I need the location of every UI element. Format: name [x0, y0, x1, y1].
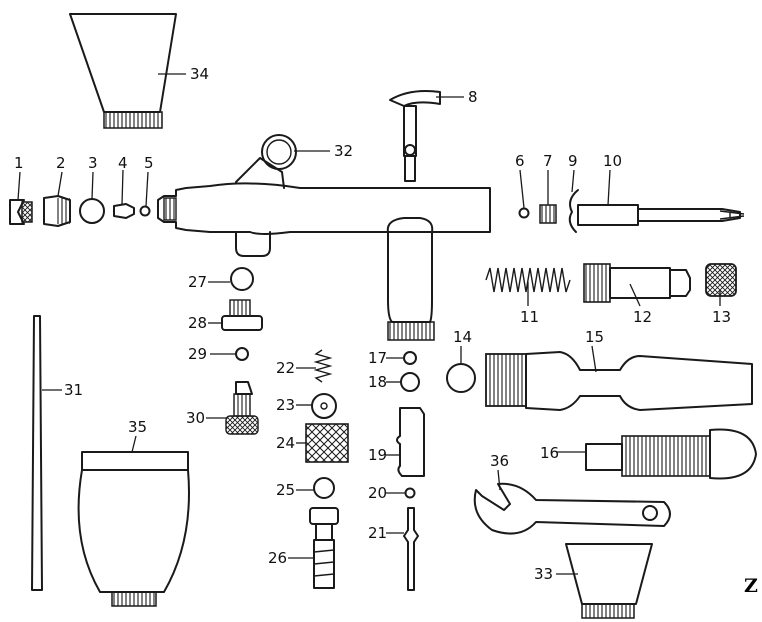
- spring-11: [485, 267, 571, 293]
- washer-27: [230, 267, 254, 291]
- label-30: 30: [186, 409, 205, 427]
- fitting-28: [221, 299, 263, 331]
- label-8: 8: [468, 88, 478, 106]
- label-12: 12: [633, 308, 652, 326]
- label-32: 32: [334, 142, 353, 160]
- spring-guide: [583, 263, 691, 303]
- label-10: 10: [603, 152, 622, 170]
- spring-22: [313, 349, 333, 383]
- label-15: 15: [585, 328, 604, 346]
- label-4: 4: [118, 154, 128, 172]
- label-29: 29: [188, 345, 207, 363]
- label-36: 36: [490, 452, 509, 470]
- valve-body-19: [396, 407, 425, 477]
- label-1: 1: [14, 154, 24, 172]
- paint-cup-medium: [77, 451, 190, 607]
- air-valve-stem: [386, 217, 435, 341]
- paint-cup-large: [69, 13, 177, 129]
- trigger-lever: [389, 90, 441, 182]
- label-5: 5: [144, 154, 154, 172]
- nut-7: [539, 204, 557, 224]
- label-16: 16: [540, 444, 559, 462]
- label-14: 14: [453, 328, 472, 346]
- ring-14: [446, 363, 476, 393]
- label-17: 17: [368, 349, 387, 367]
- washer-20: [404, 487, 416, 499]
- filter-24: [305, 423, 349, 463]
- label-34: 34: [190, 65, 209, 83]
- label-22: 22: [276, 359, 295, 377]
- label-23: 23: [276, 396, 295, 414]
- wrench: [473, 482, 671, 535]
- paint-cup-small: [565, 543, 653, 619]
- leader-lines: [17, 73, 721, 575]
- label-35: 35: [128, 418, 147, 436]
- label-28: 28: [188, 314, 207, 332]
- label-2: 2: [56, 154, 66, 172]
- seal-ring-3: [79, 198, 105, 224]
- spring-clip-9: [568, 189, 579, 233]
- corner-letter: Z: [744, 575, 758, 597]
- part-numbers: 1 2 3 4 5 6 7 8 9 10 11 12 13 14 15 16 1…: [14, 65, 758, 597]
- ring-part: [261, 134, 297, 170]
- label-25: 25: [276, 481, 295, 499]
- valve-pin-21: [403, 507, 419, 591]
- label-31: 31: [64, 381, 83, 399]
- nozzle-cap: [9, 199, 33, 225]
- washer-17: [403, 351, 417, 365]
- washer-18: [400, 372, 420, 392]
- label-21: 21: [368, 524, 387, 542]
- hose-fitting-26: [309, 507, 339, 589]
- nozzle-tip: [113, 203, 135, 219]
- label-9: 9: [568, 152, 578, 170]
- needle-chucking-guide: [577, 204, 745, 226]
- airbrush-body: [157, 157, 491, 257]
- label-33: 33: [534, 565, 553, 583]
- label-27: 27: [188, 273, 207, 291]
- washer-5: [139, 205, 151, 217]
- valve-guide-23: [311, 393, 337, 419]
- label-20: 20: [368, 484, 387, 502]
- valve-30: [225, 381, 259, 435]
- label-6: 6: [515, 152, 525, 170]
- nozzle-body: [43, 195, 71, 227]
- adjustment-screw: [585, 428, 757, 480]
- washer-6: [518, 207, 530, 219]
- needle: [31, 315, 43, 591]
- label-19: 19: [368, 446, 387, 464]
- label-13: 13: [712, 308, 731, 326]
- washer-25: [313, 477, 335, 499]
- label-26: 26: [268, 549, 287, 567]
- label-18: 18: [368, 373, 387, 391]
- label-11: 11: [520, 308, 539, 326]
- needle-chuck-nut: [705, 263, 737, 297]
- label-3: 3: [88, 154, 98, 172]
- label-24: 24: [276, 434, 295, 452]
- washer-29: [235, 347, 249, 361]
- label-7: 7: [543, 152, 553, 170]
- handle: [485, 351, 753, 411]
